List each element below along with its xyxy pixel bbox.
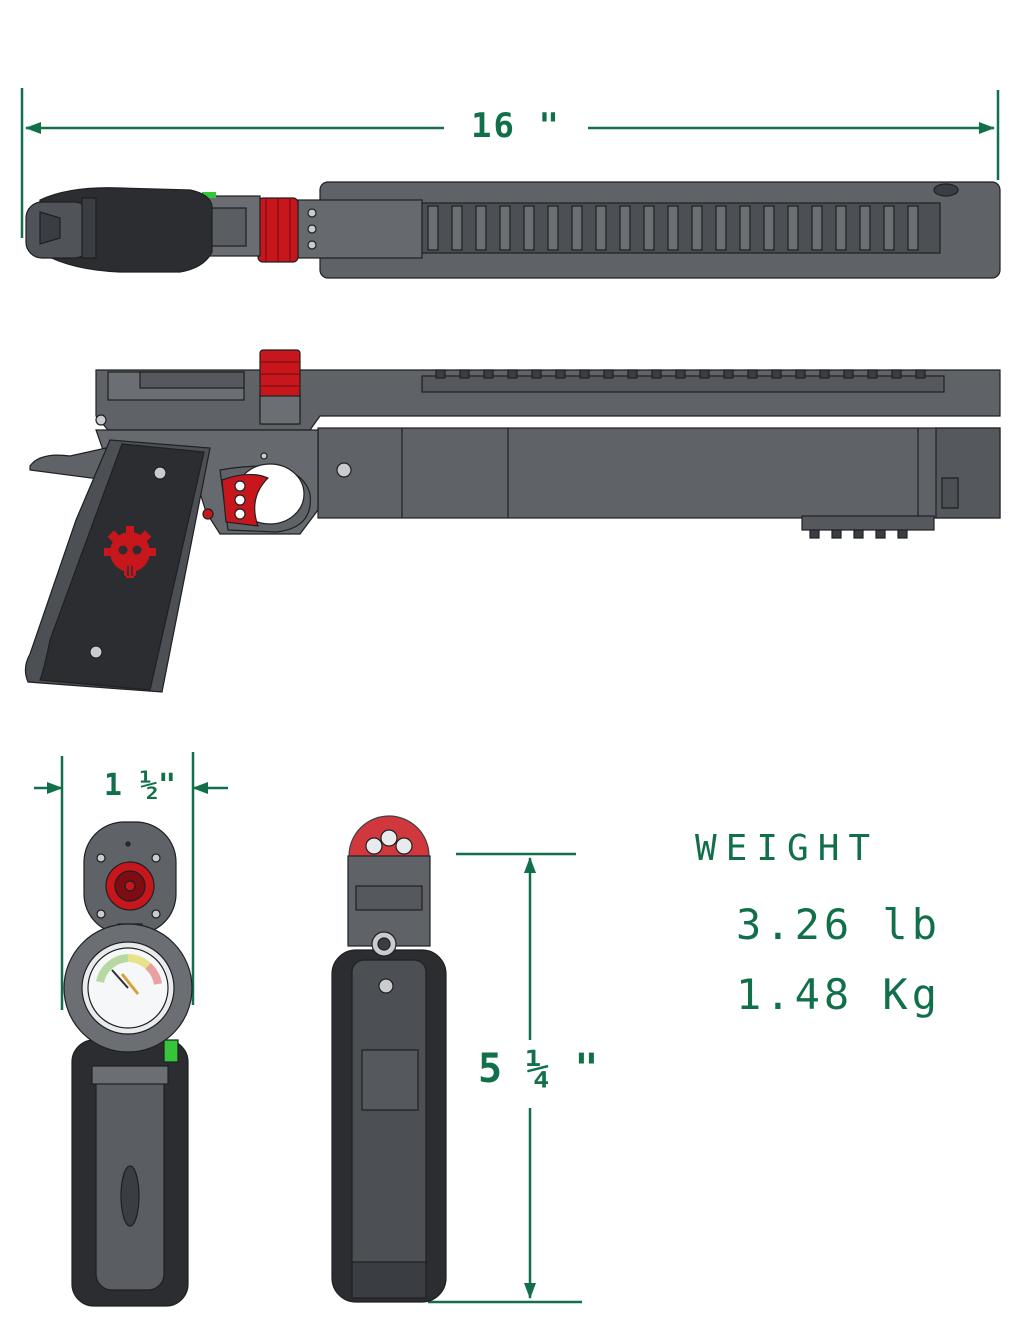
top-view — [25, 181, 1001, 279]
skull-gear-emblem — [104, 526, 156, 578]
overall-length-label: 16 " — [471, 106, 561, 146]
height-label: 5 ¼ " — [478, 1046, 599, 1092]
weight-title: WEIGHT — [695, 828, 880, 869]
dimension-length-lines — [20, 88, 1000, 238]
top-rail-slots — [427, 205, 919, 251]
weight-kilograms: 1.48 Kg — [736, 970, 942, 1019]
rear-view — [63, 821, 193, 1307]
front-view — [331, 815, 447, 1303]
side-rail-teeth — [435, 369, 926, 379]
width-label: 1 ½" — [103, 768, 177, 803]
dimension-width-lines — [34, 752, 228, 1010]
weight-pounds: 3.26 lb — [736, 900, 942, 949]
dimension-height-lines — [428, 852, 582, 1304]
side-view — [24, 349, 1001, 693]
